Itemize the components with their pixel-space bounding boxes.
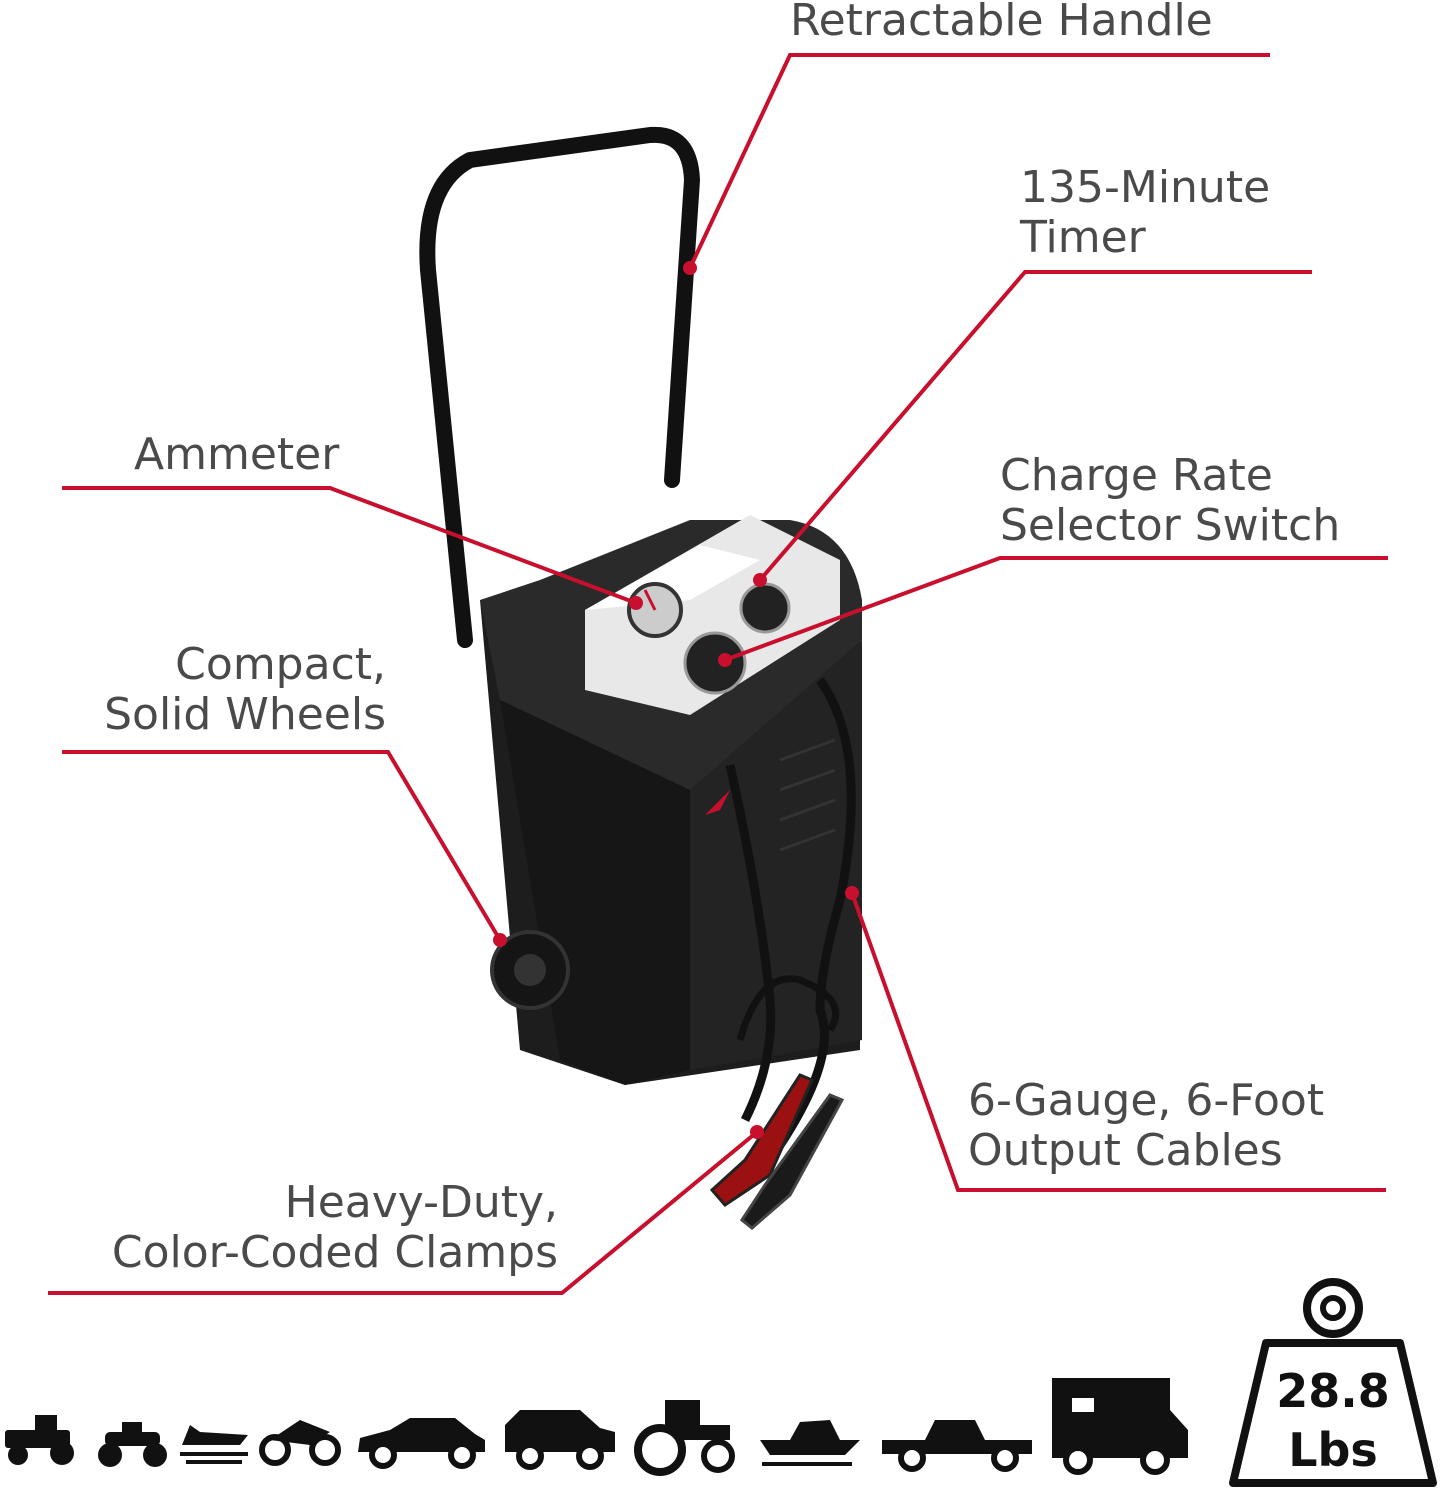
tractor-icon [634,1400,735,1476]
pickup-truck-icon [882,1420,1032,1472]
weight-icon [1229,1278,1437,1487]
weight-unit: Lbs [1288,1423,1378,1477]
label-cables: 6-Gauge, 6-Foot Output Cables [968,1076,1324,1176]
timer-knob [739,582,791,634]
label-cables-line1: 6-Gauge, 6-Foot [968,1075,1325,1126]
jet-ski-icon [180,1425,248,1464]
label-clamps-line1: Heavy-Duty, [284,1177,558,1228]
motorcycle-icon [259,1420,341,1466]
label-cables-line2: Output Cables [968,1125,1283,1176]
label-timer: 135-Minute Timer [1020,163,1270,263]
suv-icon [505,1410,615,1470]
vehicle-icon-row [5,1378,1188,1476]
atv-icon [98,1422,167,1467]
retractable-handle [419,126,700,648]
label-timer-line1: 135-Minute [1020,162,1271,213]
label-wheels: Compact, Solid Wheels [60,640,386,740]
leader-lines [48,53,1388,1295]
label-clamps-line2: Color-Coded Clamps [111,1227,558,1278]
label-charge-rate: Charge Rate Selector Switch [1000,451,1340,551]
label-charge-rate-line2: Selector Switch [1000,500,1341,551]
weight-badge: 28.8 Lbs [1228,1278,1438,1493]
label-retractable-handle: Retractable Handle [790,0,1213,46]
boat-icon [760,1420,860,1466]
weight-value: 28.8 [1276,1364,1390,1418]
lawn-mower-icon [5,1415,74,1465]
label-ammeter: Ammeter [134,429,340,480]
label-charge-rate-line1: Charge Rate [1000,450,1273,501]
charge-rate-knob [683,631,747,695]
label-timer-line2: Timer [1020,212,1146,263]
label-wheels-line1: Compact, [175,639,386,690]
rv-icon [1052,1378,1188,1475]
charger-body [480,515,862,1230]
sedan-icon [358,1418,485,1469]
label-clamps: Heavy-Duty, Color-Coded Clamps [60,1178,558,1278]
label-wheels-line2: Solid Wheels [104,689,386,740]
leader-dots [493,261,859,1139]
